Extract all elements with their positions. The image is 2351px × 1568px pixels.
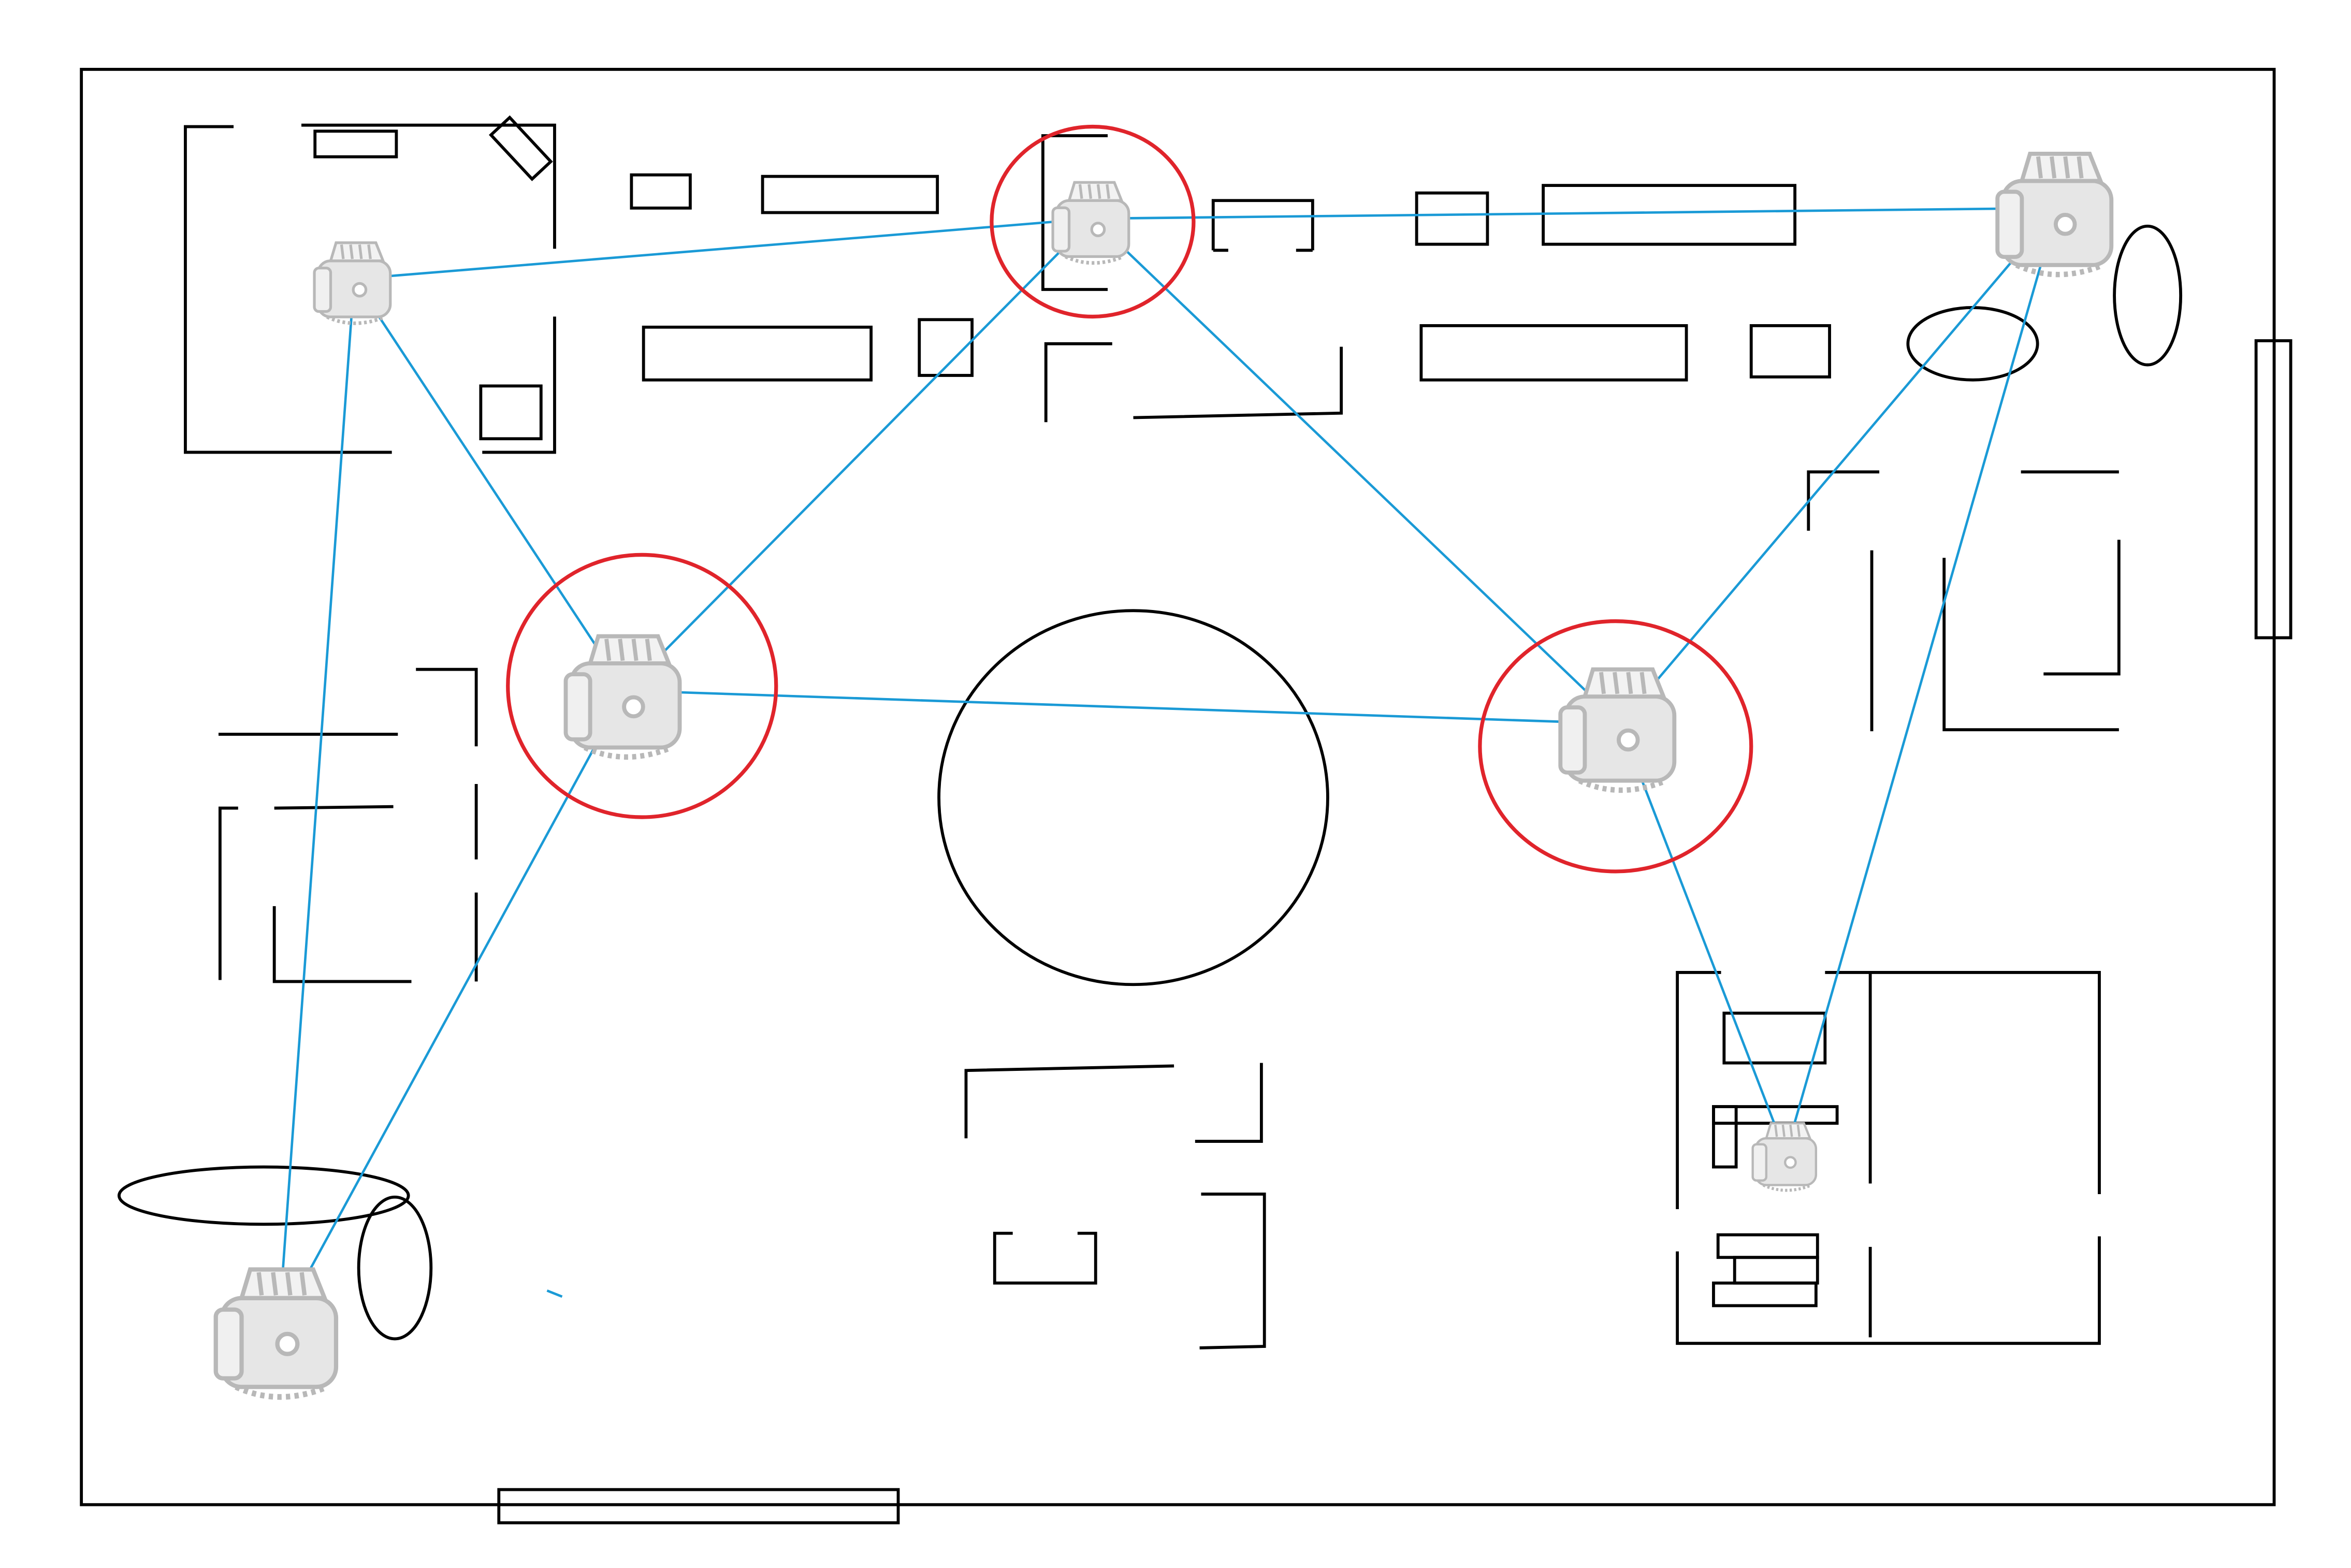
furniture — [479, 384, 543, 441]
room-wall — [1807, 470, 1880, 531]
network-links — [278, 207, 2058, 1328]
room-wall — [1041, 134, 1108, 291]
room-wall — [274, 805, 394, 810]
furniture — [761, 175, 939, 214]
robot-icon[interactable] — [313, 241, 392, 325]
furniture — [1419, 324, 1688, 382]
furniture — [1712, 1105, 1839, 1125]
link-r5-r7 — [1619, 723, 1787, 1154]
link-r2-r3 — [1092, 207, 2057, 220]
furniture — [1712, 1105, 1738, 1169]
furniture-oval — [118, 1165, 410, 1226]
door-bottom — [497, 1488, 900, 1525]
furniture — [1716, 1233, 1819, 1259]
link-r1-r2 — [354, 217, 1093, 280]
room-wall — [482, 316, 556, 454]
highlight-circle — [1478, 619, 1753, 874]
furniture — [1722, 1011, 1827, 1065]
robot-icon[interactable] — [1995, 152, 2114, 278]
robots-layer — [213, 124, 2114, 1400]
furniture — [630, 173, 692, 210]
furniture-oval — [2113, 224, 2183, 367]
room-wall — [301, 123, 556, 249]
room-wall — [1044, 342, 1112, 423]
highlight-circle — [990, 124, 1196, 319]
room-wall — [184, 125, 392, 454]
furniture — [918, 318, 974, 377]
link-r4-r5 — [625, 689, 1620, 725]
stray-mark — [546, 1289, 563, 1298]
link-r3-r5 — [1619, 207, 2058, 725]
robot-icon[interactable] — [563, 634, 682, 760]
door-right — [2254, 339, 2292, 640]
link-r3-r7 — [1784, 208, 2058, 1154]
robot-icon[interactable] — [1751, 1122, 1818, 1192]
floor-plan-walls — [80, 68, 2292, 1525]
room-wall — [1942, 558, 2119, 732]
room-wall — [272, 906, 412, 983]
link-r1-r4 — [353, 278, 627, 691]
furniture — [1415, 191, 1489, 246]
link-r4-r6 — [278, 690, 627, 1328]
robot-icon[interactable] — [1051, 181, 1130, 265]
robot-icon[interactable] — [1558, 667, 1677, 793]
furniture — [488, 115, 553, 181]
room-wall — [1133, 346, 1343, 419]
furniture-oval — [357, 1195, 433, 1341]
room-wall — [1199, 1193, 1266, 1349]
furniture — [313, 129, 398, 158]
room-wall — [1825, 971, 2101, 1194]
room-wall — [964, 1064, 1174, 1139]
room-wall — [2043, 540, 2121, 676]
room-wall — [1211, 199, 1314, 251]
room-wall — [218, 806, 238, 980]
room-wall — [1195, 1063, 1263, 1143]
furniture — [1542, 184, 1797, 246]
room-wall — [416, 667, 478, 747]
link-r2-r4 — [625, 217, 1094, 692]
robot-icon[interactable] — [213, 1267, 339, 1400]
furniture — [1749, 324, 1831, 379]
outer-boundary — [80, 68, 2276, 1506]
central-round-table — [937, 609, 1329, 986]
furniture — [642, 325, 873, 382]
furniture — [1712, 1281, 1818, 1308]
room-wall — [1676, 971, 1721, 1210]
room-wall — [993, 1231, 1097, 1285]
furniture — [1733, 1256, 1819, 1285]
highlight-circle — [506, 553, 778, 819]
room-wall — [1676, 1236, 2101, 1345]
link-r1-r6 — [278, 279, 356, 1327]
link-r2-r5 — [1092, 217, 1621, 725]
